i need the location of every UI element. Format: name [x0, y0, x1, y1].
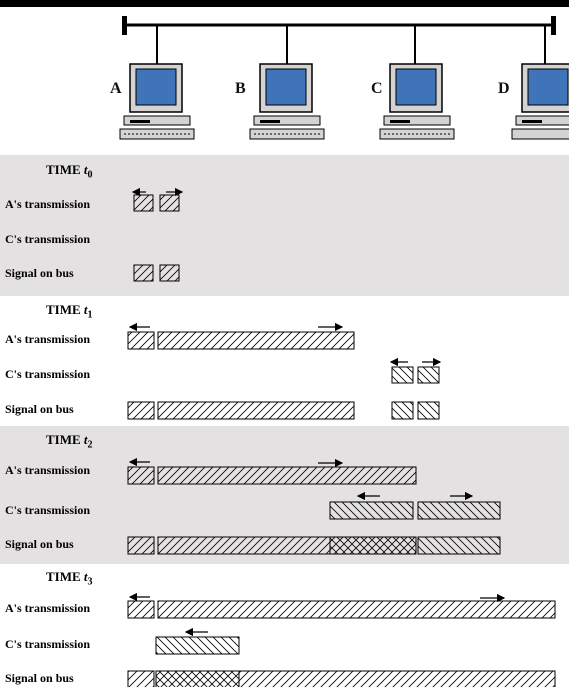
- time-heading-1: TIME t1: [46, 302, 93, 321]
- t1-c-transmission-bar: [389, 357, 442, 384]
- t2-c-transmission-bar: [329, 491, 501, 520]
- t2-a-transmission-bar: [127, 457, 417, 485]
- time-heading-0: TIME t0: [46, 162, 93, 181]
- row-label-signal-on-bus: Signal on bus: [5, 537, 74, 551]
- panel-time-3: TIME t3 A's transmission C's transmissio…: [0, 564, 569, 687]
- row-label-c-transmission: C's transmission: [5, 637, 91, 651]
- t3-c-transmission-bar: [155, 627, 240, 655]
- computer-icon-d: [511, 63, 569, 140]
- computer-icon-a: [119, 63, 195, 140]
- row-label-signal-on-bus: Signal on bus: [5, 402, 74, 416]
- computer-icon-b: [249, 63, 325, 140]
- row-label-a-transmission: A's transmission: [5, 601, 91, 615]
- station-label-a: A: [110, 80, 122, 97]
- top-border: [0, 0, 569, 7]
- t1-a-transmission-bar: [127, 322, 355, 350]
- time-heading-2: TIME t2: [46, 432, 93, 451]
- row-label-a-transmission: A's transmission: [5, 197, 91, 211]
- row-label-c-transmission: C's transmission: [5, 232, 91, 246]
- row-label-signal-on-bus: Signal on bus: [5, 671, 74, 685]
- row-label-c-transmission: C's transmission: [5, 503, 91, 517]
- t0-signal-on-bus-bar: [133, 264, 180, 282]
- time-heading-3: TIME t3: [46, 569, 93, 588]
- t3-a-transmission-bar: [127, 592, 556, 619]
- bus-terminator-left: [122, 16, 127, 35]
- row-label-signal-on-bus: Signal on bus: [5, 266, 74, 280]
- row-label-c-transmission: C's transmission: [5, 367, 91, 381]
- t2-signal-on-bus-bar: [127, 536, 501, 555]
- t0-a-transmission-bar: [131, 187, 184, 212]
- row-label-a-transmission: A's transmission: [5, 332, 91, 346]
- panel-time-1: TIME t1 A's transmission C's transmissio…: [0, 296, 569, 426]
- t1-signal-on-bus-bar: [127, 401, 440, 420]
- bus-terminator-right: [551, 16, 556, 35]
- panel-time-0: TIME t0 A's transmission C's transmissio…: [0, 155, 569, 296]
- station-label-c: C: [371, 80, 383, 97]
- station-label-d: D: [498, 80, 510, 97]
- station-label-b: B: [235, 80, 246, 97]
- computer-icon-c: [379, 63, 455, 140]
- t3-signal-on-bus-bar: [127, 670, 556, 687]
- bus-network: [119, 16, 569, 140]
- row-label-a-transmission: A's transmission: [5, 463, 91, 477]
